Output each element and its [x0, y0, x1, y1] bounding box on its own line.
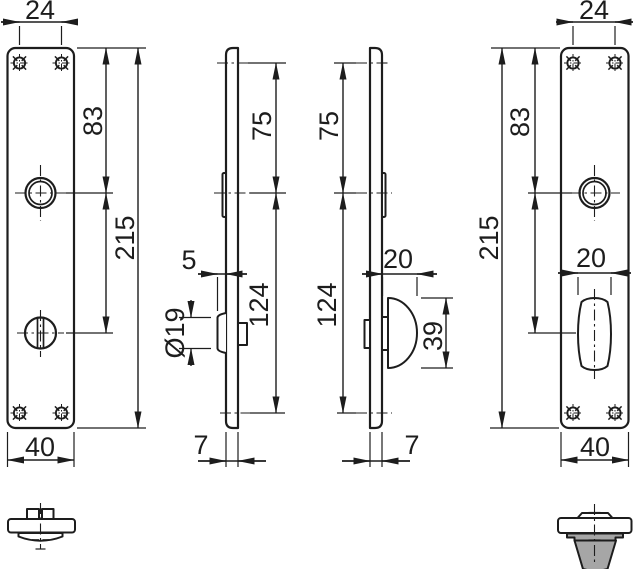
profile-outline: [368, 46, 384, 430]
thumbturn-dome: [387, 297, 418, 369]
detail-turn-side-view: [557, 504, 633, 569]
dim-label-right-profile-124: 124: [312, 282, 342, 327]
profile-outline: [224, 46, 240, 430]
turn-knob-side: [216, 312, 227, 354]
dim-label-left-profile-124: 124: [244, 282, 274, 327]
view-right-plate-front: 24 83 215 20 40: [474, 0, 633, 467]
view-left-profile: 75 124 5 Ø19 7: [160, 46, 286, 467]
dim-label-right-profile-7: 7: [404, 430, 419, 460]
screw-hole: [9, 53, 30, 73]
dim-label-right-plate-20: 20: [576, 243, 606, 273]
dim-label-left-profile-5: 5: [181, 245, 196, 275]
thumbturn-hub: [381, 316, 389, 351]
dim-label-right-plate-83: 83: [505, 107, 535, 137]
screw-hole: [605, 53, 625, 73]
dim-label-right-plate-24: 24: [579, 0, 609, 25]
handle-collar: [221, 172, 227, 218]
screw-hole: [51, 403, 72, 423]
dim-label-left-plate-24: 24: [25, 0, 55, 25]
dim-label-left-plate-215: 215: [110, 215, 140, 260]
screw-hole: [605, 403, 625, 423]
spindle-hub: [237, 322, 248, 346]
screw-hole: [563, 53, 583, 73]
spindle-cone: [573, 539, 617, 569]
handle-collar: [381, 172, 387, 218]
view-right-profile: 75 124 20 39 7: [312, 46, 453, 467]
dim-label-right-profile-75: 75: [314, 111, 344, 141]
spindle-hub: [363, 319, 371, 349]
dim-label-left-profile-75: 75: [247, 111, 277, 141]
view-left-plate-front: 24 83 215 40: [1, 0, 146, 467]
screw-hole: [563, 403, 583, 423]
plate-outline: [6, 46, 76, 430]
dim-label-left-profile-7: 7: [193, 430, 208, 460]
dim-label-right-plate-40: 40: [580, 432, 610, 462]
dim-label-left-plate-40: 40: [25, 432, 55, 462]
detail-knob-top-view: [7, 503, 76, 550]
dim-label-right-profile-20: 20: [383, 244, 413, 274]
dim-label-right-profile-39: 39: [418, 321, 448, 351]
dim-label-left-plate-83: 83: [78, 106, 108, 136]
screw-hole: [9, 403, 30, 423]
plate-end-view: [7, 518, 76, 534]
dim-label-right-plate-215: 215: [474, 215, 504, 260]
dim-label-left-profile-d19: Ø19: [160, 307, 190, 358]
screw-hole: [51, 53, 72, 73]
